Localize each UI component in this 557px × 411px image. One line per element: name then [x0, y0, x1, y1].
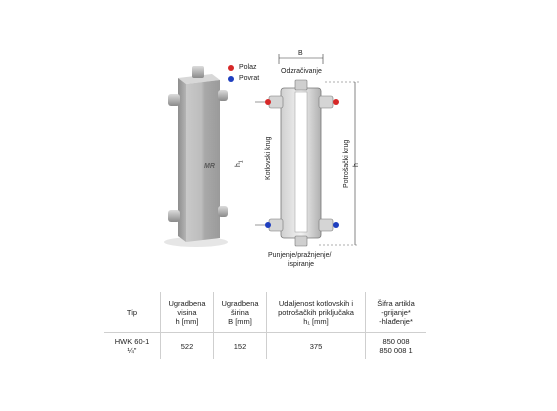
cell-connection-distance: 375 [266, 332, 366, 359]
product-logo: MR [204, 163, 215, 170]
boiler-circuit-label: Kotlovski krug [265, 136, 272, 180]
code-heating: 850 008 [382, 337, 410, 346]
dimension-h-label: h [353, 163, 360, 167]
technical-drawing [255, 54, 359, 247]
cell-width: 152 [213, 332, 267, 359]
header-article-code: Šifra artikla-grijanje*-hlađenje* [365, 292, 426, 333]
pipe-stub [218, 90, 228, 101]
cell-height: 522 [160, 332, 214, 359]
pipe-stub [168, 94, 180, 106]
return-dot-right [333, 222, 339, 228]
fill-drain-label-line1: Punjenje/pražnjenje/ [268, 252, 332, 259]
supply-dot-left [265, 99, 271, 105]
pipe-stub [168, 210, 180, 222]
fill-drain-label-line2: ispiranje [288, 261, 315, 268]
supply-dot-right [333, 99, 339, 105]
consumer-circuit-label: Potrošački krug [343, 139, 350, 188]
cell-tip: HWK 60-1 ¼" [104, 332, 161, 359]
vent-label: Odzračivanje [281, 68, 322, 75]
legend-return-dot [228, 76, 234, 82]
return-dot-left [265, 222, 271, 228]
code-cooling: 850 008 1 [379, 346, 413, 355]
legend-supply-dot [228, 65, 234, 71]
pipe-stub [218, 206, 228, 217]
product-image: MR [164, 66, 228, 247]
legend-return-label: Povrat [239, 75, 260, 82]
header-tip: Tip [126, 307, 138, 317]
legend-supply-label: Polaz [239, 64, 257, 71]
dimension-b-label: B [298, 50, 303, 57]
dimension-h1-label: h1 [235, 160, 245, 167]
